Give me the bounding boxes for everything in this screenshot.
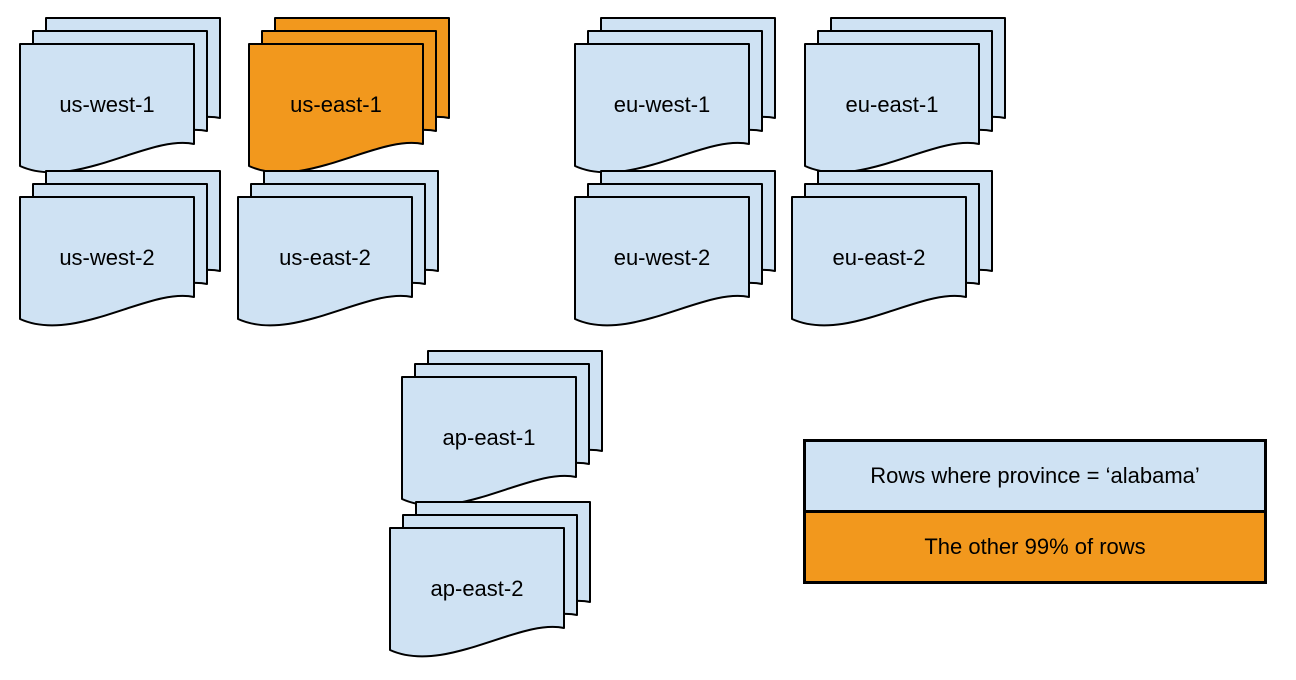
region-stack-us-west-2: us-west-2 xyxy=(18,169,222,327)
document-stack-icon xyxy=(574,17,776,174)
region-stack-eu-east-2: eu-east-2 xyxy=(790,169,994,327)
region-stack-ap-east-2: ap-east-2 xyxy=(388,500,592,658)
legend: Rows where province = ‘alabama’ The othe… xyxy=(803,439,1267,584)
region-stack-us-east-1: us-east-1 xyxy=(247,16,451,174)
region-stack-eu-west-1: eu-west-1 xyxy=(573,16,777,174)
legend-item-other-rows: The other 99% of rows xyxy=(806,513,1264,581)
document-stack-icon xyxy=(804,17,1006,174)
region-stack-eu-west-2: eu-west-2 xyxy=(573,169,777,327)
region-stack-eu-east-1: eu-east-1 xyxy=(803,16,1007,174)
document-stack-icon xyxy=(389,501,591,658)
document-stack-icon xyxy=(401,350,603,507)
document-stack-icon xyxy=(19,170,221,327)
legend-item-alabama-rows: Rows where province = ‘alabama’ xyxy=(806,442,1264,513)
legend-item-alabama-label: Rows where province = ‘alabama’ xyxy=(870,463,1200,488)
document-stack-icon xyxy=(237,170,439,327)
document-stack-icon xyxy=(248,17,450,174)
region-stack-us-west-1: us-west-1 xyxy=(18,16,222,174)
region-stack-us-east-2: us-east-2 xyxy=(236,169,440,327)
document-stack-icon xyxy=(19,17,221,174)
legend-item-other-label: The other 99% of rows xyxy=(924,534,1146,559)
document-stack-icon xyxy=(574,170,776,327)
document-stack-icon xyxy=(791,170,993,327)
region-stack-ap-east-1: ap-east-1 xyxy=(400,349,604,507)
